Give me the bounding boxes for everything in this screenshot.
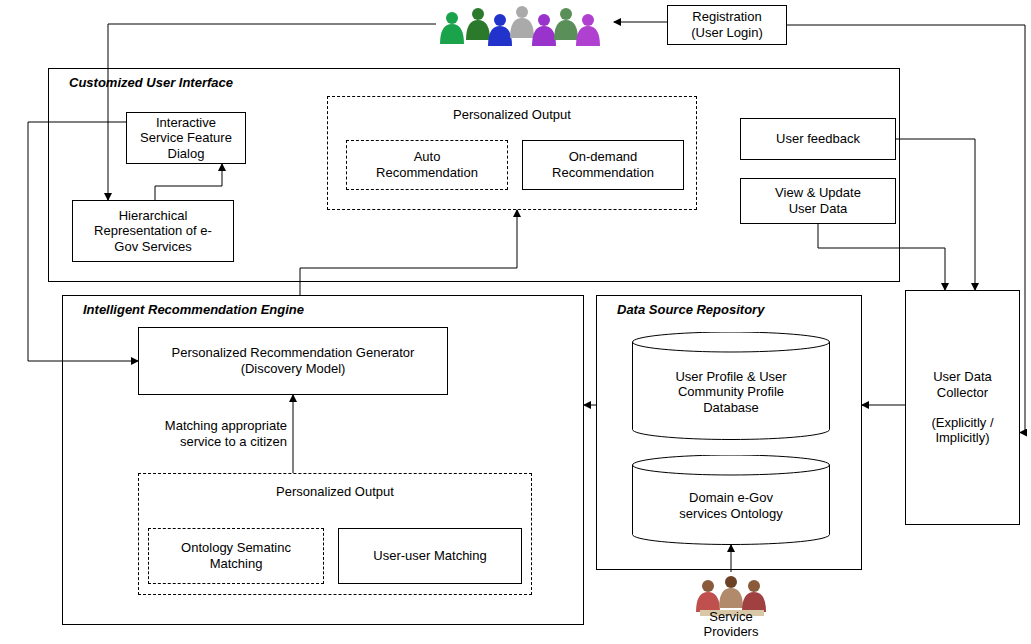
process-box: Interactive Service Feature Dialog [126,112,246,164]
provider-caption: Service Providers [680,572,782,640]
process-box: Auto Recommendation [346,140,508,190]
node-label: User feedback [776,131,860,147]
node-label: On-demand Recommendation [543,149,663,180]
node-label: User Profile & User Community Profile Da… [656,369,806,416]
registration-to-users-line [614,22,667,23]
users-icon [440,6,600,46]
edge-label: Matching appropriate service to a citize… [147,418,287,449]
connector-arrow [731,545,732,572]
registration-box: Registration (User Login) [667,5,787,45]
node-label: Registration (User Login) [677,9,777,40]
connector-arrow [896,139,975,290]
process-box: On-demand Recommendation [522,140,684,190]
group-heading: Personalized Output [328,107,696,123]
process-box: User-user Matching [338,528,522,584]
ui-group: Customized User InterfaceInteractive Ser… [48,68,900,282]
output-group: Personalized OutputOntology Sematinc Mat… [138,473,532,595]
node-label: (Explicitly / Implicitly) [928,415,998,446]
repository-group: Data Source RepositoryUser Profile & Use… [596,295,862,570]
connector-arrow [155,164,222,200]
group-heading: Data Source Repository [617,302,764,317]
group-heading: Customized User Interface [69,75,233,90]
connector-arrow [584,405,596,406]
connector-arrow [818,224,945,290]
node-label: Interactive Service Feature Dialog [133,115,239,162]
collector-box: User Data Collector (Explicitly / Implici… [905,290,1020,525]
node-label: View & Update User Data [768,185,868,216]
node-label: Hierarchical Representation of e-Gov Ser… [83,208,223,255]
process-box: Ontology Sematinc Matching [148,528,324,584]
node-label: Personalized Recommendation Generator (D… [168,345,418,376]
connector-arrow [862,405,905,406]
output-group: Personalized OutputAuto Recommendation On… [327,96,697,210]
database-cylinder: Domain e-Gov services Ontology [632,455,830,545]
process-box: Personalized Recommendation Generator (D… [138,327,448,395]
node-label: User Data Collector [923,369,1003,400]
connector-arrow [300,210,517,295]
node-label: Auto Recommendation [367,149,487,180]
process-box: User feedback [740,118,896,160]
process-box: Hierarchical Representation of e-Gov Ser… [72,200,234,262]
node-label: Domain e-Gov services Ontology [666,490,796,521]
group-heading: Intelligent Recommendation Engine [83,302,304,317]
node-label: Ontology Sematinc Matching [181,540,291,571]
process-box: View & Update User Data [740,178,896,224]
node-label: User-user Matching [373,548,486,564]
database-cylinder: User Profile & User Community Profile Da… [632,332,830,440]
connector-arrow [293,395,294,473]
engine-group: Intelligent Recommendation EnginePersona… [62,295,584,625]
node-label: Service Providers [681,609,781,640]
group-heading: Personalized Output [139,484,531,500]
